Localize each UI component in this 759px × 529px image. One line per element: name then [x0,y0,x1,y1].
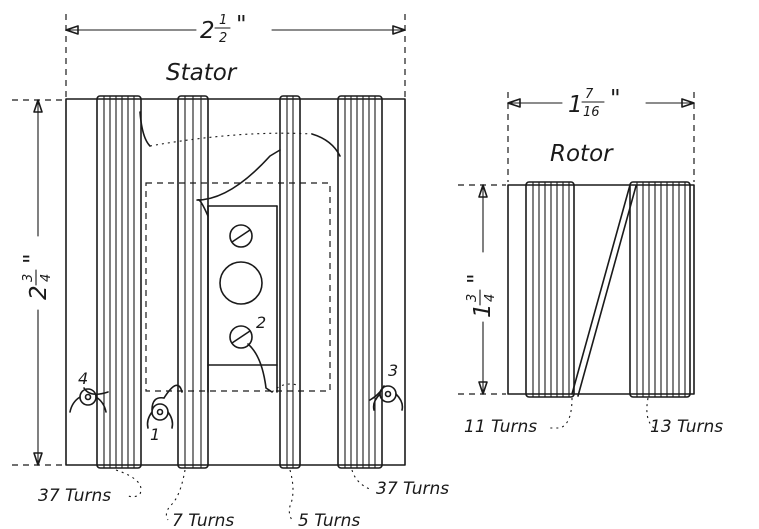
stator-width-dimension: 2 1 2 " [65,12,406,98]
terminal-lug-1 [146,403,174,429]
stator-coil-1 [96,95,142,469]
stator-body [65,98,406,466]
stator-turns-2: 7 Turns [172,511,234,529]
rotor-height-inch-mark: " [464,273,490,284]
screw-icon [229,224,253,248]
rotor: 1 7 16 " Rotor 1 3 4 " [458,86,723,437]
rotor-turn-leaders [548,397,655,429]
stator-turns-3: 5 Turns [298,511,360,529]
stator-height-dimension: 2 3 4 " [12,99,64,466]
stator-opening [145,182,331,392]
terminal-label-1: 1 [150,425,160,444]
screw-icon [229,325,253,349]
stator-turns-1: 37 Turns [38,486,111,506]
stator-height-inch-mark: " [20,253,46,264]
terminal-label-3: 3 [388,361,398,380]
stator-turn-leaders [115,469,373,521]
stator: 2 1 2 " Stator 2 3 4 " [12,12,449,529]
stator-height-whole: 2 [26,285,52,300]
terminal-lug-3 [372,385,404,411]
rotor-width-numerator: 7 [585,87,594,102]
rotor-width-denominator: 16 [583,105,600,120]
terminal-lug-4 [69,388,107,413]
rotor-width-dimension: 1 7 16 " [507,86,695,182]
stator-coil-2 [177,95,209,469]
terminal-label-2: 2 [256,313,266,332]
rotor-coil-2 [629,181,691,398]
rotor-width-whole: 1 [568,92,583,118]
rotor-height-numerator: 3 [465,294,480,302]
rotor-width-inch-mark: " [610,86,621,112]
stator-width-whole: 2 [200,18,215,44]
rotor-title: Rotor [550,141,614,167]
rotor-crossover-wire [571,184,637,397]
rotor-height-whole: 1 [470,303,496,318]
stator-width-numerator: 1 [219,13,227,28]
stator-coil-4 [337,95,383,469]
rotor-body [507,184,695,395]
rotor-height-dimension: 1 3 4 " [458,184,506,395]
shaft-hole [219,261,263,305]
stator-turns-4: 37 Turns [376,479,449,499]
rotor-height-denominator: 4 [483,294,498,302]
stator-coil-3 [279,95,301,469]
terminal-label-4: 4 [78,369,88,388]
terminal-plate [207,205,278,393]
stator-width-denominator: 2 [219,31,227,46]
rotor-turns-1: 11 Turns [464,417,537,437]
stator-height-denominator: 4 [39,274,54,282]
stator-title: Stator [166,60,238,86]
stator-height-numerator: 3 [21,274,36,282]
rotor-coil-1 [525,181,575,398]
stator-width-inch-mark: " [236,12,247,38]
rotor-turns-2: 13 Turns [650,417,723,437]
